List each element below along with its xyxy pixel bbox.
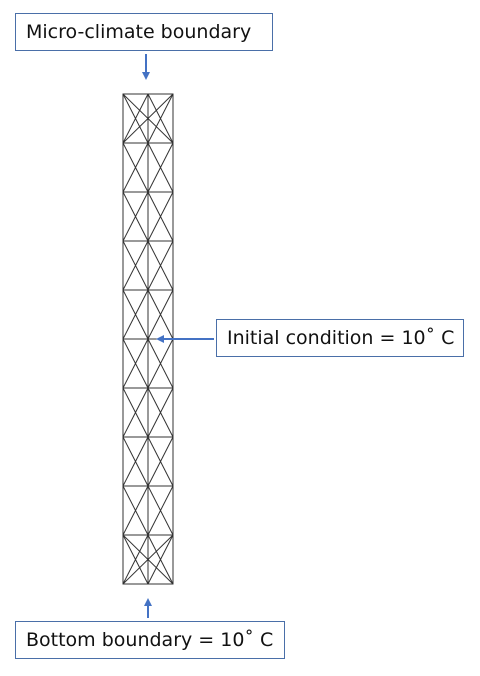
mesh-diagonal	[147, 289, 174, 340]
mesh-diagonal	[122, 485, 149, 536]
mesh-diagonal	[147, 387, 174, 438]
bottom-boundary-label: Bottom boundary = 10˚ C	[15, 621, 285, 659]
mesh-diagonal	[122, 338, 149, 389]
mesh-diagonal	[122, 191, 149, 242]
mesh-diagonal	[147, 485, 174, 536]
finite-element-mesh	[122, 93, 174, 585]
mesh-diagonal	[147, 436, 174, 487]
mesh-diagonal	[122, 387, 149, 438]
mesh-diagonal	[122, 534, 149, 585]
mesh-diagonal	[122, 436, 149, 487]
mesh-diagonal	[122, 93, 149, 144]
mesh-diagonal	[122, 289, 149, 340]
mesh-diagonal	[147, 534, 174, 585]
mesh-diagonal	[147, 93, 174, 144]
mesh-cross-diagonal	[122, 93, 174, 144]
micro-climate-boundary-label: Micro-climate boundary	[15, 13, 273, 51]
micro-climate-boundary-text: Micro-climate boundary	[26, 20, 252, 43]
mesh-diagonal	[147, 142, 174, 193]
mesh-diagonal	[147, 338, 174, 389]
bottom-boundary-text: Bottom boundary = 10˚ C	[26, 628, 274, 651]
mesh-diagonal	[147, 191, 174, 242]
initial-condition-text: Initial condition = 10˚ C	[227, 326, 455, 349]
initial-condition-label: Initial condition = 10˚ C	[216, 319, 464, 357]
mesh-diagonal	[122, 142, 149, 193]
mesh-diagonal	[122, 240, 149, 291]
mesh-diagonal	[147, 240, 174, 291]
mesh-cross-diagonal	[122, 534, 174, 585]
